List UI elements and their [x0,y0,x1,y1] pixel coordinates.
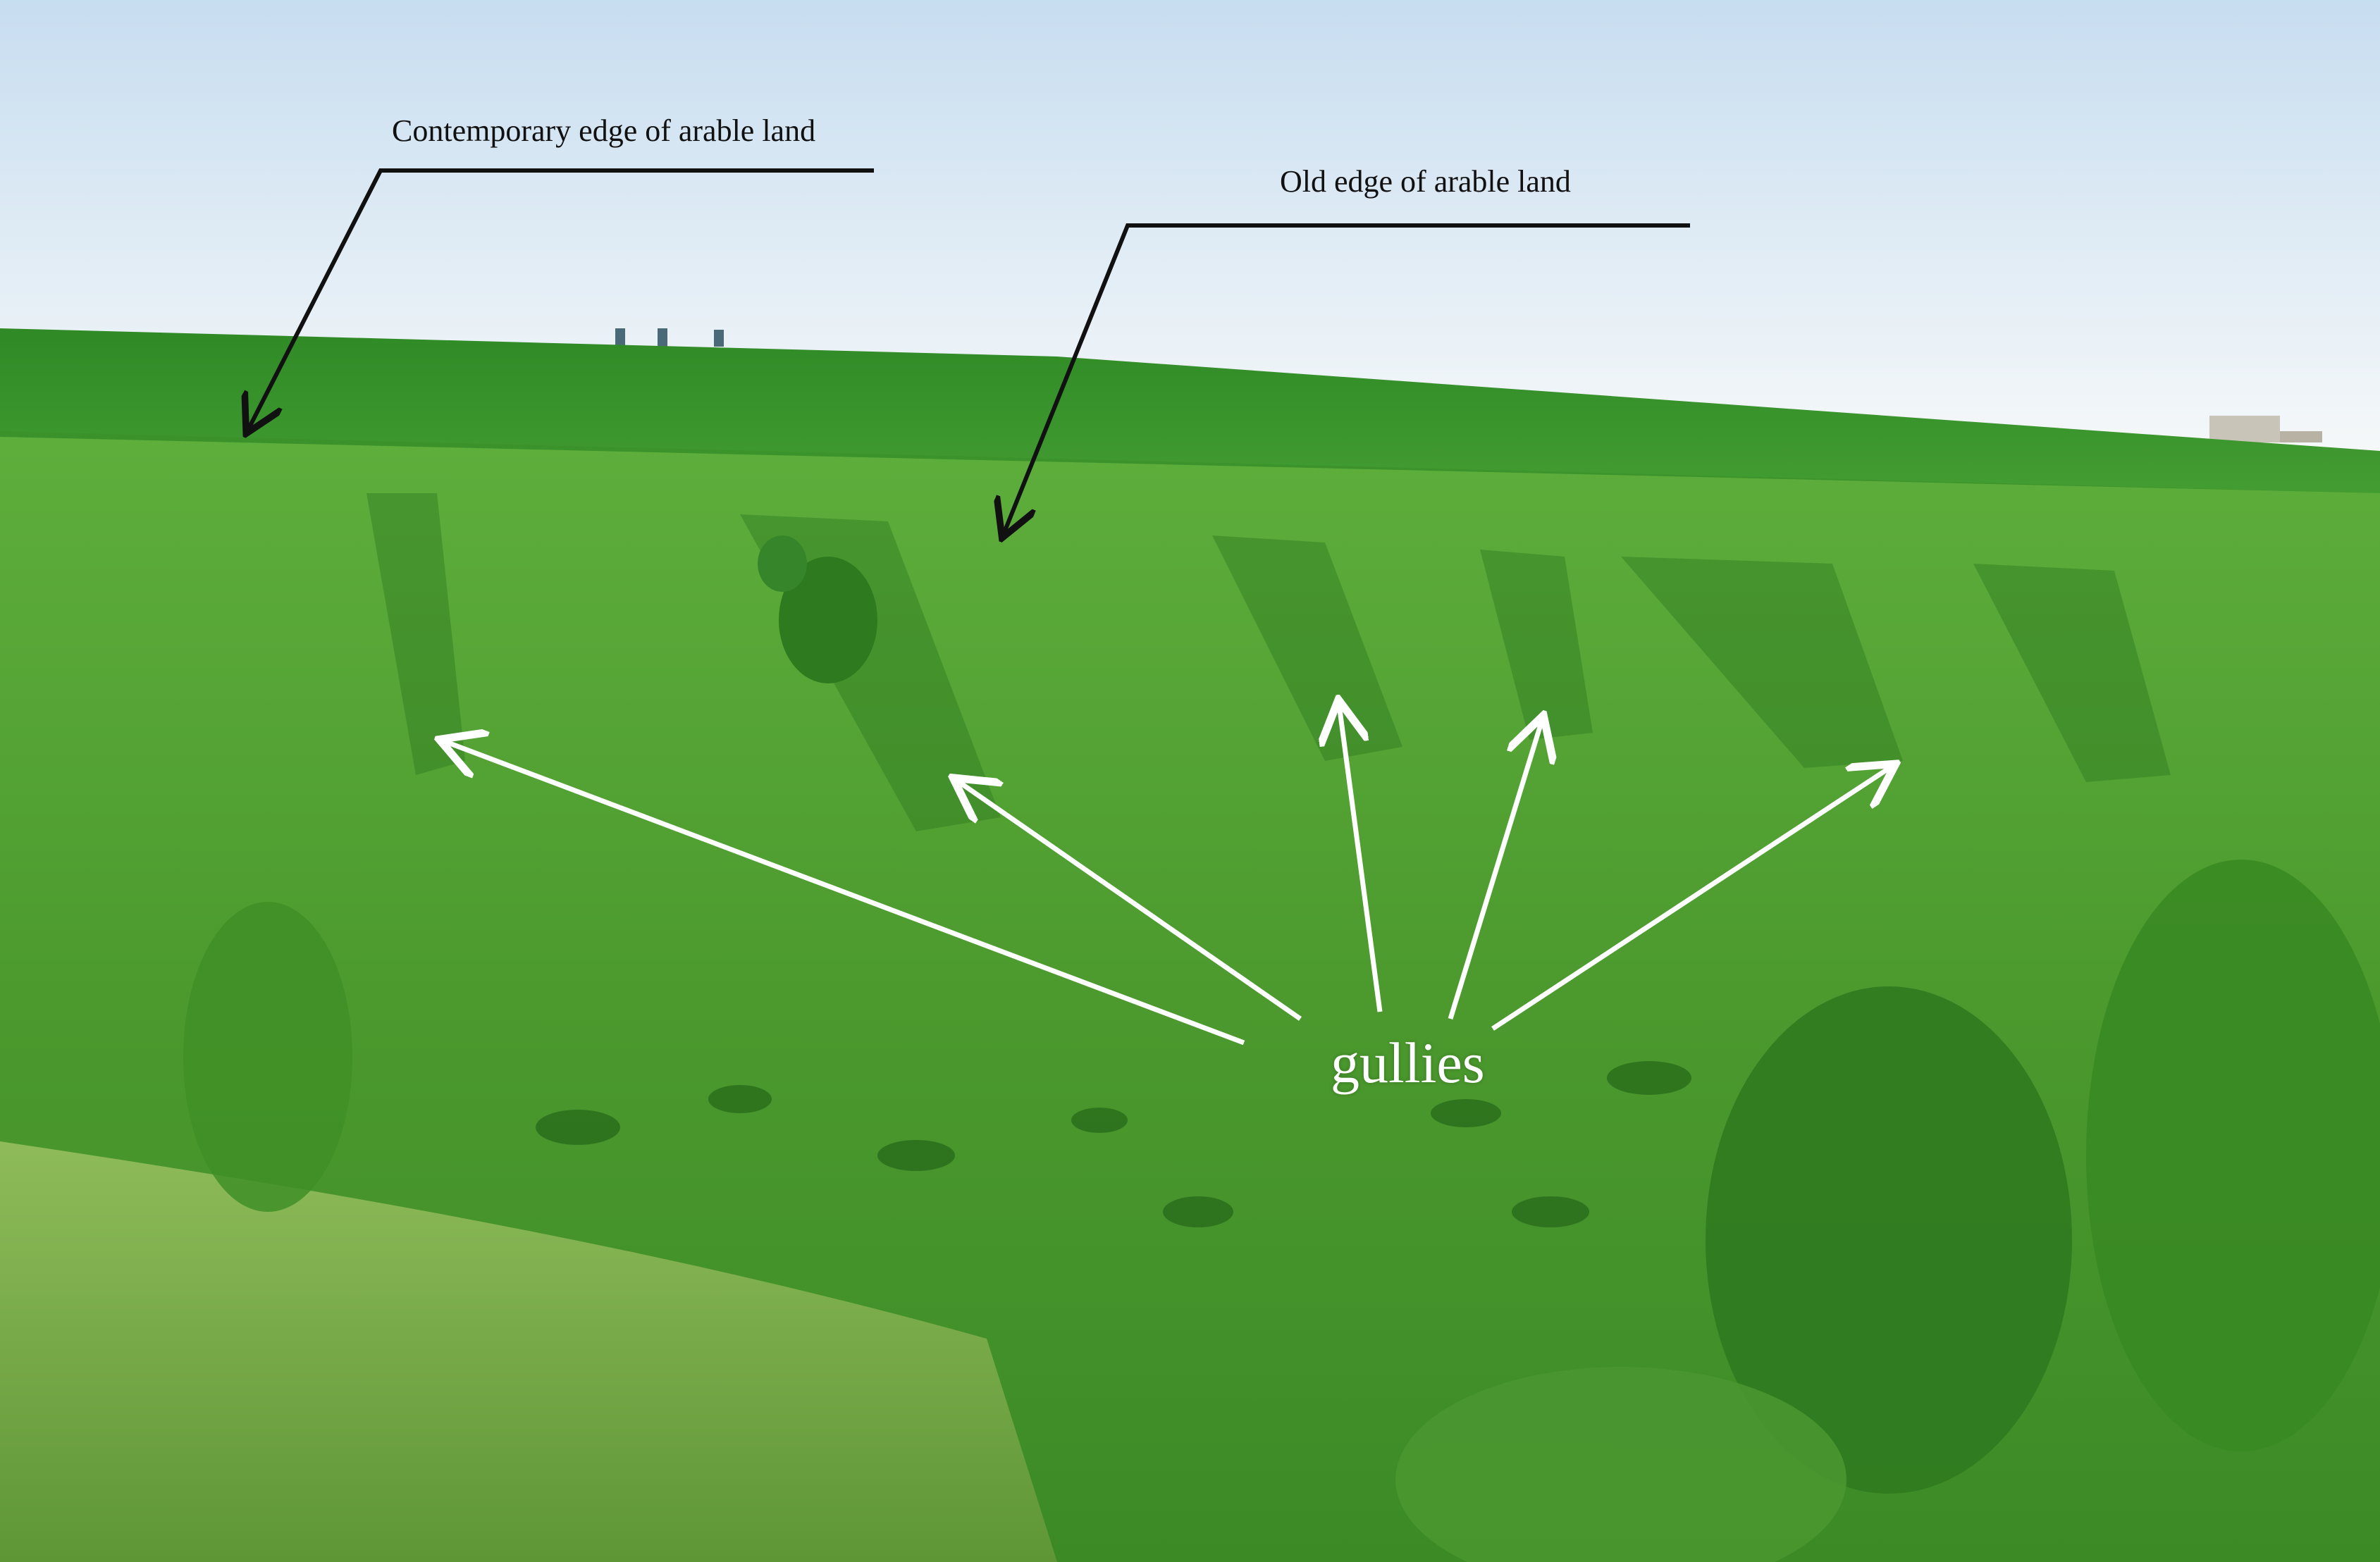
gully-arrow-1 [444,741,1245,1046]
foreground-bushes [183,860,2380,1562]
label-contemporary-edge: Contemporary edge of arable land [392,113,816,148]
slope-shrubs [536,1061,1691,1227]
small-tree [758,535,877,683]
label-gullies: gullies [1331,1031,1485,1095]
gully-arrow-3 [1339,705,1383,1012]
pointer-arrow-old [1004,223,1690,534]
label-old-edge: Old edge of arable land [1280,164,1571,199]
foreground-grass [0,1141,1057,1562]
horizon-structures [615,328,2322,442]
pointer-arrow-contemporary [248,168,874,430]
gully-furrows [366,493,2171,831]
gully-arrow-5 [1491,767,1892,1031]
gully-arrows [444,705,1892,1046]
gully-arrow-2 [957,781,1302,1021]
gully-arrow-4 [1448,720,1542,1020]
